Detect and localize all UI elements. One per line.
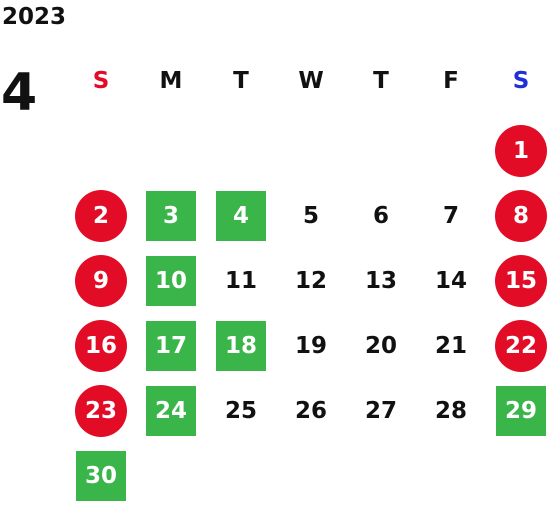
date-number: 10 [146, 256, 196, 306]
weekday-header: S M T W T F S [66, 64, 548, 98]
date-cell[interactable]: 15 [486, 255, 548, 307]
date-number: 12 [294, 267, 327, 294]
date-cell[interactable]: 6 [346, 190, 416, 242]
date-cell[interactable]: 10 [136, 255, 206, 307]
date-number: 20 [364, 332, 397, 359]
date-cell[interactable]: 18 [206, 320, 276, 372]
date-number: 5 [302, 202, 319, 229]
date-number: 22 [495, 320, 547, 372]
date-cell[interactable]: 26 [276, 385, 346, 437]
date-cell[interactable]: 23 [66, 385, 136, 437]
date-number: 29 [496, 386, 546, 436]
date-number: 9 [75, 255, 127, 307]
date-number: 15 [495, 255, 547, 307]
date-number: 26 [294, 397, 327, 424]
date-number: 28 [434, 397, 467, 424]
date-number: 11 [224, 267, 257, 294]
date-cell[interactable]: 20 [346, 320, 416, 372]
weekday-thursday: T [373, 68, 389, 94]
date-cell[interactable]: 29 [486, 385, 548, 437]
date-number: 21 [434, 332, 467, 359]
date-cell[interactable]: 4 [206, 190, 276, 242]
date-cell[interactable]: 8 [486, 190, 548, 242]
date-number: 23 [75, 385, 127, 437]
weekday-sunday: S [92, 68, 110, 94]
weekday-friday: F [443, 68, 459, 94]
date-cell[interactable]: 7 [416, 190, 486, 242]
month-label: 4 [1, 63, 38, 123]
date-cell[interactable]: 19 [276, 320, 346, 372]
date-cell[interactable]: 22 [486, 320, 548, 372]
date-cell[interactable]: 28 [416, 385, 486, 437]
date-cell[interactable]: 21 [416, 320, 486, 372]
date-cell[interactable]: 24 [136, 385, 206, 437]
date-cell[interactable]: 2 [66, 190, 136, 242]
date-cell[interactable]: 1 [486, 125, 548, 177]
date-cell[interactable]: 13 [346, 255, 416, 307]
date-number: 2 [75, 190, 127, 242]
weekday-wednesday: W [298, 68, 324, 94]
date-cell[interactable]: 17 [136, 320, 206, 372]
date-cell[interactable]: 3 [136, 190, 206, 242]
date-cell[interactable]: 14 [416, 255, 486, 307]
date-number: 14 [434, 267, 467, 294]
date-cell[interactable]: 27 [346, 385, 416, 437]
date-number: 24 [146, 386, 196, 436]
weekday-monday: M [159, 68, 183, 94]
weekday-tuesday: T [233, 68, 249, 94]
date-number: 4 [216, 191, 266, 241]
date-number: 19 [294, 332, 327, 359]
date-number: 17 [146, 321, 196, 371]
date-cell[interactable]: 12 [276, 255, 346, 307]
date-number: 25 [224, 397, 257, 424]
date-cell[interactable]: 11 [206, 255, 276, 307]
date-number: 7 [442, 202, 459, 229]
date-number: 13 [364, 267, 397, 294]
date-number: 1 [495, 125, 547, 177]
date-number: 18 [216, 321, 266, 371]
weekday-saturday: S [512, 68, 530, 94]
date-cell[interactable]: 5 [276, 190, 346, 242]
date-cell[interactable]: 25 [206, 385, 276, 437]
date-number: 16 [75, 320, 127, 372]
date-number: 27 [364, 397, 397, 424]
date-number: 30 [76, 451, 126, 501]
date-cell[interactable]: 30 [66, 450, 136, 502]
date-number: 3 [146, 191, 196, 241]
date-number: 8 [495, 190, 547, 242]
year-label: 2023 [2, 4, 67, 30]
date-cell[interactable]: 9 [66, 255, 136, 307]
date-cell[interactable]: 16 [66, 320, 136, 372]
date-number: 6 [372, 202, 389, 229]
